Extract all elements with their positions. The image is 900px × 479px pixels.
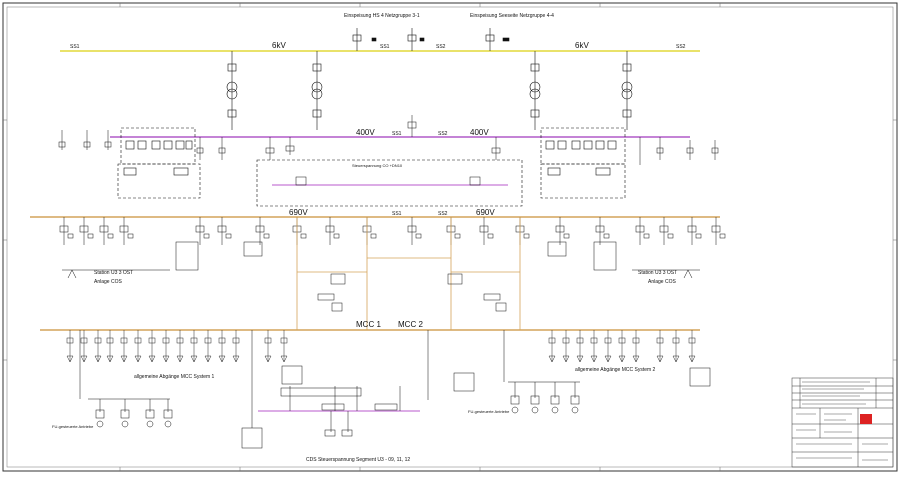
bus-6kv-ss1-left: SS1 <box>70 44 80 50</box>
mcc-feeders <box>66 330 696 363</box>
header-left-title: Einspeisung HS 4 Netzgruppe 3-1 <box>344 13 420 19</box>
feeder-690v <box>119 217 134 245</box>
feeder-690v <box>555 217 570 245</box>
mcc-feeder <box>656 330 664 363</box>
mcc-feeder <box>66 330 74 363</box>
feeder-690v <box>687 217 702 245</box>
feeder-690v <box>255 217 270 245</box>
feeder-690v <box>711 217 726 245</box>
mcc-feeder <box>576 330 584 363</box>
feeder-690v <box>479 217 494 245</box>
bottom-bus-label: CDS Steuerspannung Segment U3 - 09, 11, … <box>306 457 410 463</box>
station-right-line1: Station U3 3 OST <box>638 270 677 276</box>
mcc-feeder <box>562 330 570 363</box>
feeder-690v <box>595 217 610 245</box>
mcc-feeder <box>672 330 680 363</box>
station-right-line2: Anlage COS <box>648 279 676 285</box>
feeder-690v <box>515 217 530 245</box>
bus-6kv-ss2-mid: SS2 <box>436 44 446 50</box>
mcc-feed-lines <box>296 217 521 330</box>
title-block-fill <box>796 381 888 461</box>
mcc-feeder <box>106 330 114 363</box>
bus-6kv-voltage-left: 6kV <box>272 41 286 50</box>
mcc-feeder <box>548 330 556 363</box>
bus-400v-ss1: SS1 <box>392 131 402 137</box>
mcc-feeder <box>280 330 288 363</box>
header-right-title: Einspeisung Seeseite Netzgruppe 4-4 <box>470 13 554 19</box>
feeder-690v <box>325 217 340 245</box>
mcc-feeder <box>190 330 198 363</box>
feeder-690v <box>217 217 232 245</box>
steuerspannung-box <box>256 159 523 207</box>
transformer-feeders <box>226 51 633 130</box>
mcc-feeder <box>120 330 128 363</box>
mcc-feeder <box>618 330 626 363</box>
mcc-feeder <box>688 330 696 363</box>
mcc-feeder <box>218 330 226 363</box>
station-right <box>632 269 700 279</box>
mcc-system1-label: allgemeine Abgänge MCC System 1 <box>134 374 215 380</box>
bus-400v-voltage-right: 400V <box>470 128 489 137</box>
bus-400v-voltage-left: 400V <box>356 128 375 137</box>
mcc-feeder <box>80 330 88 363</box>
feeder-690v <box>292 217 307 245</box>
station-left-line1: Station U3 3 OST <box>94 270 133 276</box>
feeders-690v <box>59 217 726 245</box>
mcc-feeder <box>94 330 102 363</box>
bus-400v-ss2: SS2 <box>438 131 448 137</box>
group-400v-right <box>540 127 626 199</box>
mcc-system2-label: allgemeine Abgänge MCC System 2 <box>575 367 656 373</box>
mcc-feeder <box>204 330 212 363</box>
feeder-690v <box>635 217 650 245</box>
bus-690v-ss2: SS2 <box>438 211 448 217</box>
feeder-690v <box>99 217 114 245</box>
feeder-690v <box>659 217 674 245</box>
bus-6kv-ss2-right: SS2 <box>676 44 686 50</box>
mcc1-label: MCC 1 <box>356 320 381 329</box>
bus-690v-ss1: SS1 <box>392 211 402 217</box>
title-block <box>791 377 894 468</box>
mcc-feeder <box>264 330 272 363</box>
incoming-feeders <box>352 28 510 51</box>
bus-690v-voltage-left: 690V <box>289 208 308 217</box>
feeder-690v <box>195 217 210 245</box>
mcc2-label: MCC 2 <box>398 320 423 329</box>
feeder-690v <box>59 217 74 245</box>
bottom-steuer-group <box>241 330 711 449</box>
mcc-feeder <box>162 330 170 363</box>
fu-left-label: FU-gesteuerte Antriebe <box>52 424 94 429</box>
mcc-feed-switches <box>317 273 507 312</box>
steuerspannung-label: Steuerspannung CO +DN10 <box>352 163 403 168</box>
mcc-feeder <box>590 330 598 363</box>
frame-ticks <box>3 3 897 471</box>
group-400v-left <box>117 127 201 199</box>
fu-right-label: FU-gesteuerte Antriebe <box>468 409 510 414</box>
feeders-400v-center <box>265 115 501 160</box>
fu-right-group <box>503 330 580 414</box>
mcc-feeder <box>134 330 142 363</box>
station-left-line2: Anlage COS <box>94 279 122 285</box>
inner-frame <box>6 6 894 468</box>
title-block-logo <box>860 414 872 424</box>
feeders-400v-left <box>58 130 226 160</box>
feeders-400v-right <box>639 137 719 165</box>
fu-left-group <box>79 330 173 428</box>
feeder-690v <box>79 217 94 245</box>
mcc-feeder <box>604 330 612 363</box>
feeder-690v <box>446 217 461 245</box>
feeder-690v <box>362 217 377 245</box>
mcc-feeder <box>232 330 240 363</box>
feeder-690v-boxes <box>175 241 617 271</box>
mcc-feeder <box>176 330 184 363</box>
mcc-feeder <box>148 330 156 363</box>
feeder-690v <box>407 217 422 245</box>
bus-6kv-voltage-right: 6kV <box>575 41 589 50</box>
station-left <box>62 269 170 279</box>
bus-6kv-ss1-mid: SS1 <box>380 44 390 50</box>
drawing-frame <box>2 2 898 472</box>
mcc-feeder <box>632 330 640 363</box>
bus-690v-voltage-right: 690V <box>476 208 495 217</box>
